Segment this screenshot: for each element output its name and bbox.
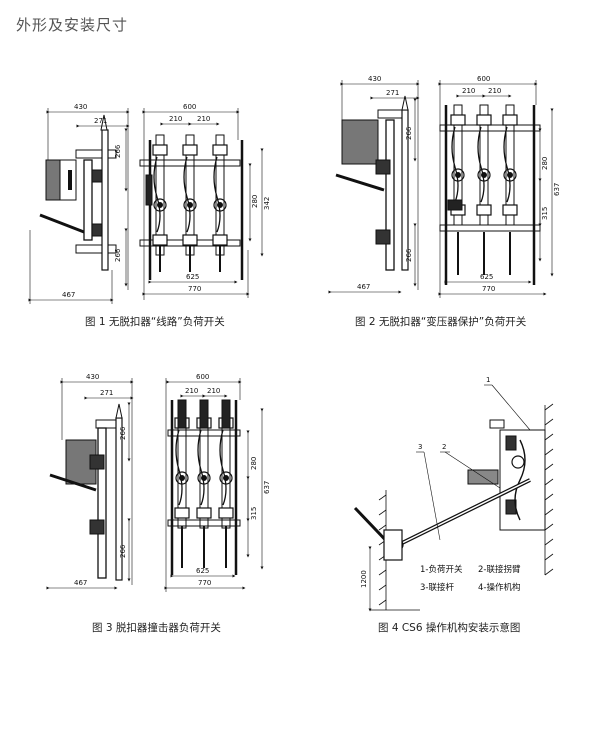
fig2-dim-625: 625 — [480, 273, 493, 281]
fig1-dim-266b: 266 — [114, 248, 122, 262]
fig3-dim-315: 315 — [250, 507, 258, 520]
fig3-dim-637: 637 — [263, 481, 271, 494]
fig3-dim-266b: 266 — [119, 544, 127, 558]
fig4-callout-3: 3 — [418, 443, 422, 451]
fig1-dim-210b: 210 — [197, 115, 210, 123]
fig3-front-view — [167, 399, 241, 575]
figure-4-caption: 图 4 CS6 操作机构安装示意图 — [378, 622, 521, 634]
figure-3-caption: 图 3 脱扣器撞击器负荷开关 — [92, 622, 221, 634]
fig4-legend-1: 1-负荷开关 — [420, 564, 463, 575]
fig1-dim-266a: 266 — [114, 144, 122, 158]
fig1-dim-625: 625 — [186, 273, 199, 281]
fig3-dim-770: 770 — [198, 579, 211, 587]
figure-3-drawing: 430 271 266 266 467 — [46, 373, 271, 592]
fig2-dim-467: 467 — [357, 283, 370, 291]
fig4-legend-4: 4-操作机构 — [478, 582, 520, 593]
fig4-legend-2: 2-联接拐臂 — [478, 564, 521, 575]
fig2-dim-280: 280 — [541, 157, 549, 170]
fig2-side-dims — [328, 80, 420, 294]
fig3-dim-625: 625 — [196, 567, 209, 575]
fig1-front-view — [139, 134, 244, 280]
fig4-callout-2: 2 — [442, 443, 446, 451]
fig2-dim-210a: 210 — [462, 87, 475, 95]
fig3-side-view — [49, 403, 123, 581]
fig3-dim-600: 600 — [196, 373, 209, 381]
fig1-dim-280: 280 — [251, 195, 259, 208]
fig3-dim-210b: 210 — [207, 387, 220, 395]
fig1-front-dims — [142, 108, 264, 300]
fig4-switch — [467, 419, 546, 531]
fig2-front-dims — [438, 80, 554, 298]
fig1-dim-600: 600 — [183, 103, 196, 111]
fig4-leaders — [368, 384, 531, 612]
fig2-dim-266b: 266 — [405, 248, 413, 262]
fig1-dim-770: 770 — [188, 285, 201, 293]
fig2-side-view — [335, 95, 409, 271]
fig3-dim-266a: 266 — [119, 426, 127, 440]
fig1-side-view — [39, 114, 117, 271]
fig2-dim-210b: 210 — [488, 87, 501, 95]
fig2-dim-430: 430 — [368, 75, 381, 83]
fig1-dim-210a: 210 — [169, 115, 182, 123]
fig2-dim-315: 315 — [541, 207, 549, 220]
figure-4-drawing: 1 3 2 1200 1-负荷开关 2-联接拐臂 3-联接杆 4-操作机构 — [353, 376, 554, 612]
fig3-dim-271: 271 — [100, 389, 113, 397]
fig2-dim-266a: 266 — [405, 126, 413, 140]
figure-2-caption: 图 2 无脱扣器“变压器保护”负荷开关 — [355, 316, 527, 328]
fig1-dim-271: 271 — [94, 117, 107, 125]
figure-2-drawing: 430 271 266 266 467 — [328, 75, 561, 298]
fig4-legend-3: 3-联接杆 — [420, 582, 454, 593]
figure-1-caption: 图 1 无脱扣器“线路”负荷开关 — [85, 316, 225, 328]
fig1-dim-430: 430 — [74, 103, 87, 111]
fig4-callout-1: 1 — [486, 376, 490, 384]
fig3-side-dims — [46, 378, 134, 590]
fig2-dim-271: 271 — [386, 89, 399, 97]
fig1-dim-342: 342 — [263, 197, 271, 210]
fig2-dim-770: 770 — [482, 285, 495, 293]
fig3-dim-210a: 210 — [185, 387, 198, 395]
fig3-front-dims — [164, 378, 264, 592]
fig4-rod — [353, 455, 531, 561]
fig1-side-dims — [28, 108, 130, 304]
fig3-dim-430: 430 — [86, 373, 99, 381]
fig2-dim-600: 600 — [477, 75, 490, 83]
page-title: 外形及安装尺寸 — [16, 16, 129, 34]
fig3-dim-467: 467 — [74, 579, 87, 587]
fig2-front-view — [439, 104, 541, 285]
fig3-dim-280: 280 — [250, 457, 258, 470]
fig4-dim-1200: 1200 — [360, 570, 368, 588]
figure-1-drawing: 430 271 266 266 467 — [28, 103, 271, 304]
fig1-dim-467: 467 — [62, 291, 75, 299]
fig2-dim-637: 637 — [553, 183, 561, 196]
